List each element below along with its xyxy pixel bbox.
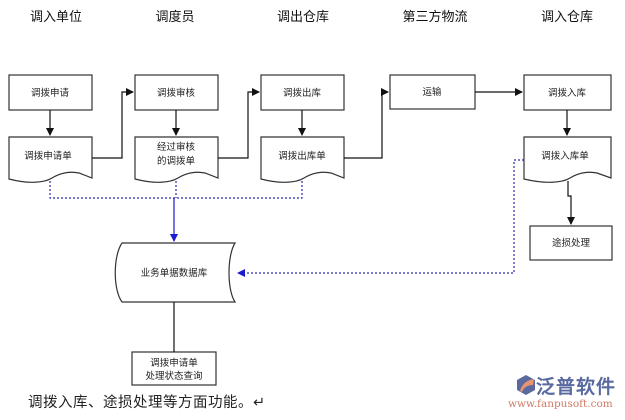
edge-indoc-to-db [237,159,524,277]
node-label: 调拨入库单 [541,150,589,162]
node-label: 调拨申请 [31,87,70,99]
lane-header-dispatcher: 调度员 [155,9,194,25]
node-label: 途损处理 [552,237,591,249]
node-transport[interactable]: 运输 [389,74,476,110]
lane-header-logistics: 第三方物流 [402,9,467,25]
node-transit-loss-handling[interactable]: 途损处理 [529,225,613,261]
logo-url: www.fanpusoft.com [508,398,613,410]
node-transfer-outbound[interactable]: 调拨出库 [260,74,345,111]
node-label: 调拨出库 [283,87,322,99]
lane-header-requesting-unit: 调入单位 [30,10,82,25]
node-label: 调拨审核 [157,87,196,99]
node-transfer-review[interactable]: 调拨审核 [134,74,219,111]
node-label: 调拨申请单 [150,357,198,369]
logo-name: 泛普软件 [536,376,617,398]
doc-inbound-form[interactable]: 调拨入库单 [523,136,612,183]
db-business-documents[interactable]: 业务单据数据库 [114,242,237,303]
node-status-query[interactable]: 调拨申请单 处理状态查询 [131,351,217,386]
node-label: 调拨申请单 [24,150,72,162]
node-label: 调拨入库 [548,87,587,99]
doc-transfer-apply-form[interactable]: 调拨申请单 [8,136,93,183]
doc-reviewed-transfer-form[interactable]: 经过审核 的调拨单 [134,136,219,183]
lane-header-outbound-warehouse: 调出仓库 [277,9,329,25]
edge-doc-to-review [92,88,134,159]
node-transfer-inbound[interactable]: 调拨入库 [523,74,612,111]
node-transfer-apply[interactable]: 调拨申请 [8,74,93,111]
node-label: 经过审核 [157,141,196,153]
node-label: 处理状态查询 [145,370,202,382]
logo-icon [517,375,535,395]
node-label: 运输 [422,86,442,98]
edge-docs-collect-dotted [49,181,303,199]
lane-header-inbound-warehouse: 调入仓库 [541,9,593,25]
edge-indoc-to-loss [567,181,575,225]
node-label: 的调拨单 [157,155,196,167]
doc-outbound-form[interactable]: 调拨出库单 [260,136,345,183]
node-label: 调拨出库单 [278,150,326,162]
edge-outdoc-to-transport [344,88,389,159]
caption-text: 调拨入库、途损处理等方面功能。↵ [28,395,266,411]
edge-reviewed-to-outbound [218,88,260,159]
node-label: 业务单据数据库 [141,267,208,279]
watermark-logo: 泛普软件 www.fanpusoft.com [508,372,622,416]
